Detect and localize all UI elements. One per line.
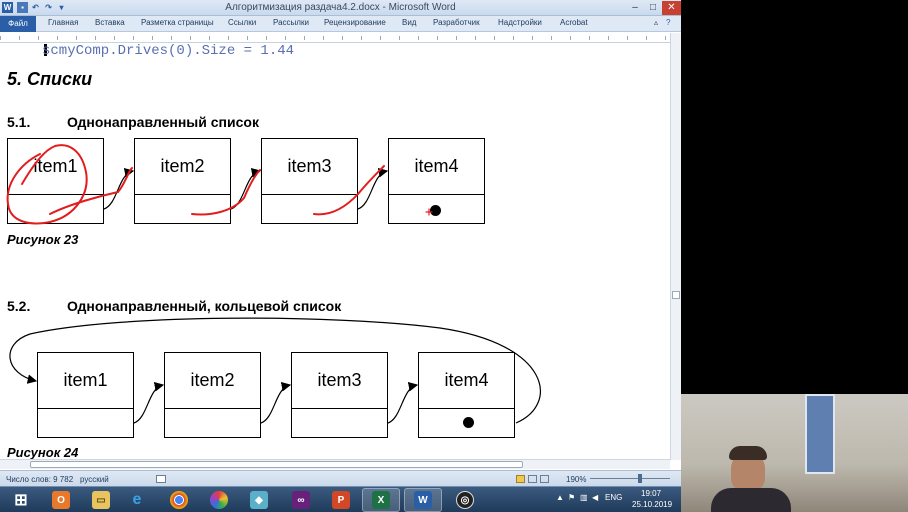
zoom-slider[interactable] xyxy=(590,478,670,479)
arrow2-2-3 xyxy=(260,381,292,424)
windows-taskbar: ⊞ O ▭ e ◆ ∞ P X W ◎ ▲ ⚑ ▥ ◀ ENG 19:07 25… xyxy=(0,486,681,512)
list1-node-3: item3 xyxy=(261,138,358,224)
node-label: item4 xyxy=(389,139,484,195)
redo-icon[interactable]: ↷ xyxy=(45,3,52,12)
quick-access-icon[interactable]: ▾ xyxy=(59,3,64,12)
outlook-icon[interactable]: O xyxy=(42,488,80,512)
webcam-overlay xyxy=(681,394,908,512)
webcam-background-screen xyxy=(805,394,835,474)
node-label: item4 xyxy=(419,353,514,409)
file-explorer-icon[interactable]: ▭ xyxy=(82,488,120,512)
tab-acrobat[interactable]: Acrobat xyxy=(560,18,588,27)
word-taskbar-icon[interactable]: W xyxy=(404,488,442,512)
caption-figure-24: Рисунок 24 xyxy=(7,445,79,459)
tab-home[interactable]: Главная xyxy=(48,18,79,27)
tray-network-icon[interactable]: ▥ xyxy=(580,493,588,502)
node-label: item3 xyxy=(292,353,387,409)
word-window: W ▪ ↶ ↷ ▾ Алгоритмизация раздача4.2.docx… xyxy=(0,0,681,486)
tray-language[interactable]: ENG xyxy=(605,493,623,502)
excel-icon[interactable]: X xyxy=(362,488,400,512)
word-count[interactable]: Число слов: 9 782 xyxy=(6,475,74,484)
window-title: Алгоритмизация раздача4.2.docx - Microso… xyxy=(225,2,456,13)
list2-node-4: item4 xyxy=(418,352,515,438)
macro-record-icon[interactable] xyxy=(156,475,166,483)
ribbon-collapse-icon[interactable]: ▵ xyxy=(654,18,659,27)
internet-explorer-icon[interactable]: e xyxy=(132,491,142,508)
tab-review[interactable]: Рецензирование xyxy=(324,18,386,27)
powerpoint-icon[interactable]: P xyxy=(322,488,360,512)
tab-file[interactable]: Файл xyxy=(0,16,36,32)
picasa-icon[interactable] xyxy=(200,488,238,512)
windows-start-icon[interactable]: ⊞ xyxy=(14,492,28,509)
list1-node-2: item2 xyxy=(134,138,231,224)
heading-lists: 5. Списки xyxy=(7,69,93,89)
app-icon[interactable]: ◆ xyxy=(240,488,278,512)
tray-arrow-icon[interactable]: ▲ xyxy=(556,493,564,502)
tab-mailings[interactable]: Рассылки xyxy=(273,18,309,27)
node-label: item1 xyxy=(38,353,133,409)
tray-time[interactable]: 19:07 xyxy=(641,489,662,498)
list2-node-2: item2 xyxy=(164,352,261,438)
tray-flag-icon[interactable]: ⚑ xyxy=(568,493,576,502)
title-bar: W ▪ ↶ ↷ ▾ Алгоритмизация раздача4.2.docx… xyxy=(0,0,681,16)
presenter-body xyxy=(711,488,791,512)
scroll-thumb[interactable] xyxy=(672,291,680,299)
word-icon[interactable]: W xyxy=(2,2,13,13)
tab-insert[interactable]: Вставка xyxy=(95,18,125,27)
view-print-layout-icon[interactable] xyxy=(516,475,525,483)
status-bar: Число слов: 9 782 русский 190% xyxy=(0,470,681,486)
save-icon[interactable]: ▪ xyxy=(17,2,28,13)
language-indicator[interactable]: русский xyxy=(80,475,109,484)
caption-figure-23: Рисунок 23 xyxy=(7,232,79,247)
section-1-number: 5.1. xyxy=(7,114,31,130)
list1-node-4: item4 xyxy=(388,138,485,224)
section-2-number: 5.2. xyxy=(7,298,31,314)
code-line: scmyComp.Drives(0).Size = 1.44 xyxy=(42,44,295,59)
horizontal-ruler[interactable] xyxy=(0,33,670,43)
list2-node-3: item3 xyxy=(291,352,388,438)
tray-volume-icon[interactable]: ◀ xyxy=(592,493,599,502)
arrow-3-4 xyxy=(357,167,389,210)
text-cursor-mark xyxy=(44,44,47,56)
red-annotations xyxy=(6,144,433,225)
obs-icon[interactable]: ◎ xyxy=(446,488,484,512)
list2-node-1: item1 xyxy=(37,352,134,438)
view-fullscreen-icon[interactable] xyxy=(528,475,537,483)
ribbon-tabs: Файл Главная Вставка Разметка страницы С… xyxy=(0,16,681,32)
chrome-icon[interactable] xyxy=(160,488,198,512)
close-button[interactable]: ✕ xyxy=(662,1,681,15)
maximize-button[interactable]: □ xyxy=(649,2,657,13)
node-label: item3 xyxy=(262,139,357,195)
presenter-hair xyxy=(729,446,767,460)
arrow2-1-2 xyxy=(133,381,165,424)
document-page[interactable]: scmyComp.Drives(0).Size = 1.44 5. Списки… xyxy=(0,44,670,459)
node-label: item2 xyxy=(135,139,230,195)
zoom-slider-thumb[interactable] xyxy=(638,474,642,483)
horizontal-scrollbar[interactable] xyxy=(0,459,670,469)
arrow-circular-return xyxy=(9,317,541,424)
node-label: item2 xyxy=(165,353,260,409)
visual-studio-icon[interactable]: ∞ xyxy=(282,488,320,512)
vertical-scrollbar[interactable] xyxy=(670,33,681,460)
tab-developer[interactable]: Разработчик xyxy=(433,18,480,27)
node-label: item1 xyxy=(8,139,103,195)
diagram-arrows xyxy=(6,144,541,424)
section-2-title: Однонаправленный, кольцевой список xyxy=(67,298,342,314)
help-icon[interactable]: ? xyxy=(666,18,671,27)
minimize-button[interactable]: – xyxy=(632,2,638,13)
tray-date[interactable]: 25.10.2019 xyxy=(632,500,673,509)
tab-view[interactable]: Вид xyxy=(402,18,417,27)
tab-addins[interactable]: Надстройки xyxy=(498,18,542,27)
view-web-icon[interactable] xyxy=(540,475,549,483)
section-1-title: Однонаправленный список xyxy=(67,114,259,130)
tab-page-layout[interactable]: Разметка страницы xyxy=(141,18,214,27)
zoom-level[interactable]: 190% xyxy=(566,475,587,484)
hscroll-thumb[interactable] xyxy=(30,461,523,468)
arrow2-3-4 xyxy=(387,381,419,424)
tab-references[interactable]: Ссылки xyxy=(228,18,257,27)
undo-icon[interactable]: ↶ xyxy=(32,3,39,12)
pointer-dot xyxy=(463,417,474,428)
null-pointer-dot xyxy=(430,205,441,216)
